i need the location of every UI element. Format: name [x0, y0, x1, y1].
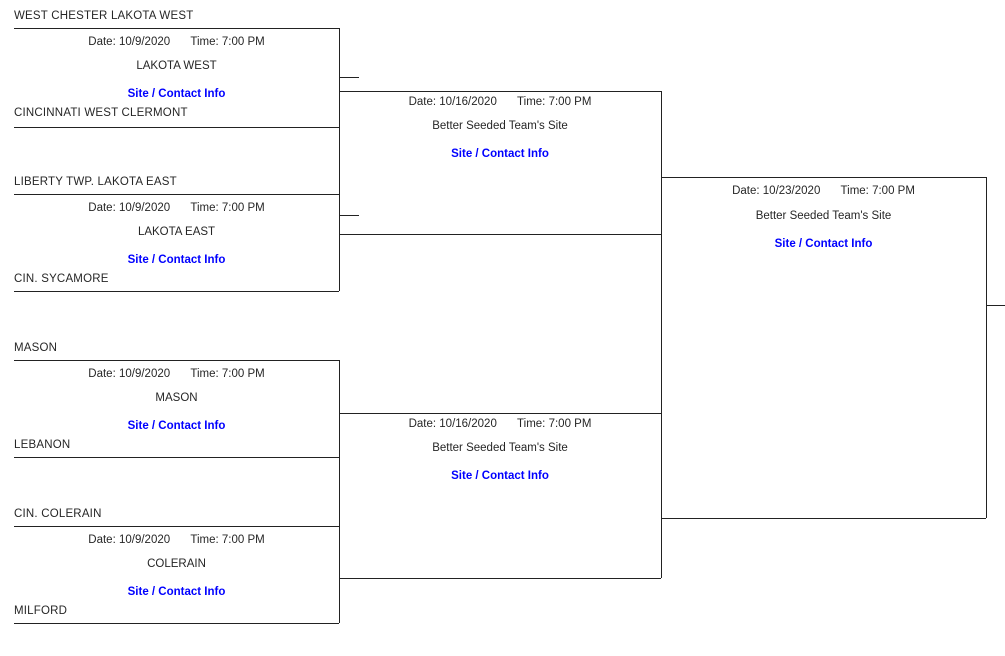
match-advance-connector	[339, 215, 359, 216]
match-datetime: Date: 10/16/2020 Time: 7:00 PM	[339, 96, 661, 109]
match-top-border	[14, 28, 339, 29]
match-advance-connector	[339, 77, 359, 78]
match-datetime: Date: 10/16/2020 Time: 7:00 PM	[339, 418, 661, 431]
match-site: MASON	[155, 392, 198, 404]
match-bottom-border	[14, 457, 339, 458]
match-link-row: Site / Contact Info	[339, 145, 661, 161]
match-link-row: Site / Contact Info	[661, 235, 986, 251]
match-right-edge	[986, 177, 987, 518]
champion-connector	[986, 305, 1005, 306]
time-value: 7:00 PM	[548, 418, 592, 430]
site-contact-info-link[interactable]: Site / Contact Info	[127, 586, 226, 598]
time-prefix: Time:	[517, 96, 546, 108]
match-site: Better Seeded Team's Site	[432, 120, 568, 132]
time-value: 7:00 PM	[221, 36, 265, 48]
match-bottom-border	[339, 578, 661, 579]
match-top-border	[14, 194, 339, 195]
date-value: 10/23/2020	[762, 185, 821, 197]
match-site: LAKOTA WEST	[136, 60, 217, 72]
date-prefix: Date:	[88, 202, 116, 214]
team-name-top: MASON	[14, 342, 58, 354]
time-prefix: Time:	[190, 202, 219, 214]
match-datetime: Date: 10/9/2020 Time: 7:00 PM	[14, 202, 339, 215]
date-value: 10/9/2020	[118, 202, 171, 214]
date-value: 10/9/2020	[118, 36, 171, 48]
time-prefix: Time:	[517, 418, 546, 430]
date-prefix: Date:	[88, 534, 116, 546]
date-value: 10/16/2020	[439, 96, 497, 108]
date-prefix: Date:	[88, 36, 116, 48]
time-value: 7:00 PM	[221, 202, 265, 214]
team-name-bottom: LEBANON	[14, 439, 71, 451]
site-contact-info-link[interactable]: Site / Contact Info	[451, 470, 549, 482]
site-contact-info-link[interactable]: Site / Contact Info	[451, 148, 549, 160]
time-value: 7:00 PM	[872, 185, 915, 197]
team-name-bottom: CINCINNATI WEST CLERMONT	[14, 107, 188, 119]
team-name-bottom: MILFORD	[14, 605, 68, 617]
date-value: 10/16/2020	[439, 418, 497, 430]
site-contact-info-link[interactable]: Site / Contact Info	[774, 238, 873, 250]
match-top-border	[14, 360, 339, 361]
match-datetime: Date: 10/9/2020 Time: 7:00 PM	[14, 368, 339, 381]
time-prefix: Time:	[190, 368, 219, 380]
time-value: 7:00 PM	[221, 368, 265, 380]
match-datetime: Date: 10/23/2020 Time: 7:00 PM	[661, 185, 986, 198]
match-site: Better Seeded Team's Site	[432, 442, 568, 454]
time-value: 7:00 PM	[548, 96, 592, 108]
site-contact-info-link[interactable]: Site / Contact Info	[127, 88, 226, 100]
match-link-row: Site / Contact Info	[14, 251, 339, 267]
date-prefix: Date:	[732, 185, 760, 197]
match-link-row: Site / Contact Info	[14, 583, 339, 599]
match-bottom-border	[14, 291, 339, 292]
match-bottom-border	[661, 518, 986, 519]
match-bottom-border	[14, 127, 339, 128]
match-left-edge	[339, 413, 340, 578]
match-right-edge	[339, 360, 340, 457]
team-name-bottom: CIN. SYCAMORE	[14, 273, 109, 285]
date-prefix: Date:	[408, 96, 437, 108]
match-site: COLERAIN	[147, 558, 206, 570]
time-value: 7:00 PM	[221, 534, 265, 546]
date-value: 10/9/2020	[118, 534, 171, 546]
time-prefix: Time:	[840, 185, 869, 197]
match-top-border	[339, 91, 661, 92]
match-link-row: Site / Contact Info	[14, 85, 339, 101]
date-prefix: Date:	[408, 418, 437, 430]
site-contact-info-link[interactable]: Site / Contact Info	[127, 420, 226, 432]
match-left-edge	[661, 177, 662, 518]
match-datetime: Date: 10/9/2020 Time: 7:00 PM	[14, 36, 339, 49]
match-left-edge	[339, 91, 340, 234]
match-top-border	[661, 177, 986, 178]
match-site: Better Seeded Team's Site	[755, 210, 892, 222]
time-prefix: Time:	[190, 534, 219, 546]
time-prefix: Time:	[190, 36, 219, 48]
match-datetime: Date: 10/9/2020 Time: 7:00 PM	[14, 534, 339, 547]
match-link-row: Site / Contact Info	[14, 417, 339, 433]
date-prefix: Date:	[88, 368, 116, 380]
match-link-row: Site / Contact Info	[339, 467, 661, 483]
team-name-top: WEST CHESTER LAKOTA WEST	[14, 10, 194, 22]
site-contact-info-link[interactable]: Site / Contact Info	[127, 254, 226, 266]
match-right-edge	[339, 194, 340, 291]
match-top-border	[339, 413, 661, 414]
match-top-border	[14, 526, 339, 527]
date-value: 10/9/2020	[118, 368, 171, 380]
team-name-top: CIN. COLERAIN	[14, 508, 102, 520]
match-site: LAKOTA EAST	[137, 226, 216, 238]
match-bottom-border	[14, 623, 339, 624]
team-name-top: LIBERTY TWP. LAKOTA EAST	[14, 176, 177, 188]
match-bottom-border	[339, 234, 661, 235]
match-right-edge	[661, 91, 662, 234]
